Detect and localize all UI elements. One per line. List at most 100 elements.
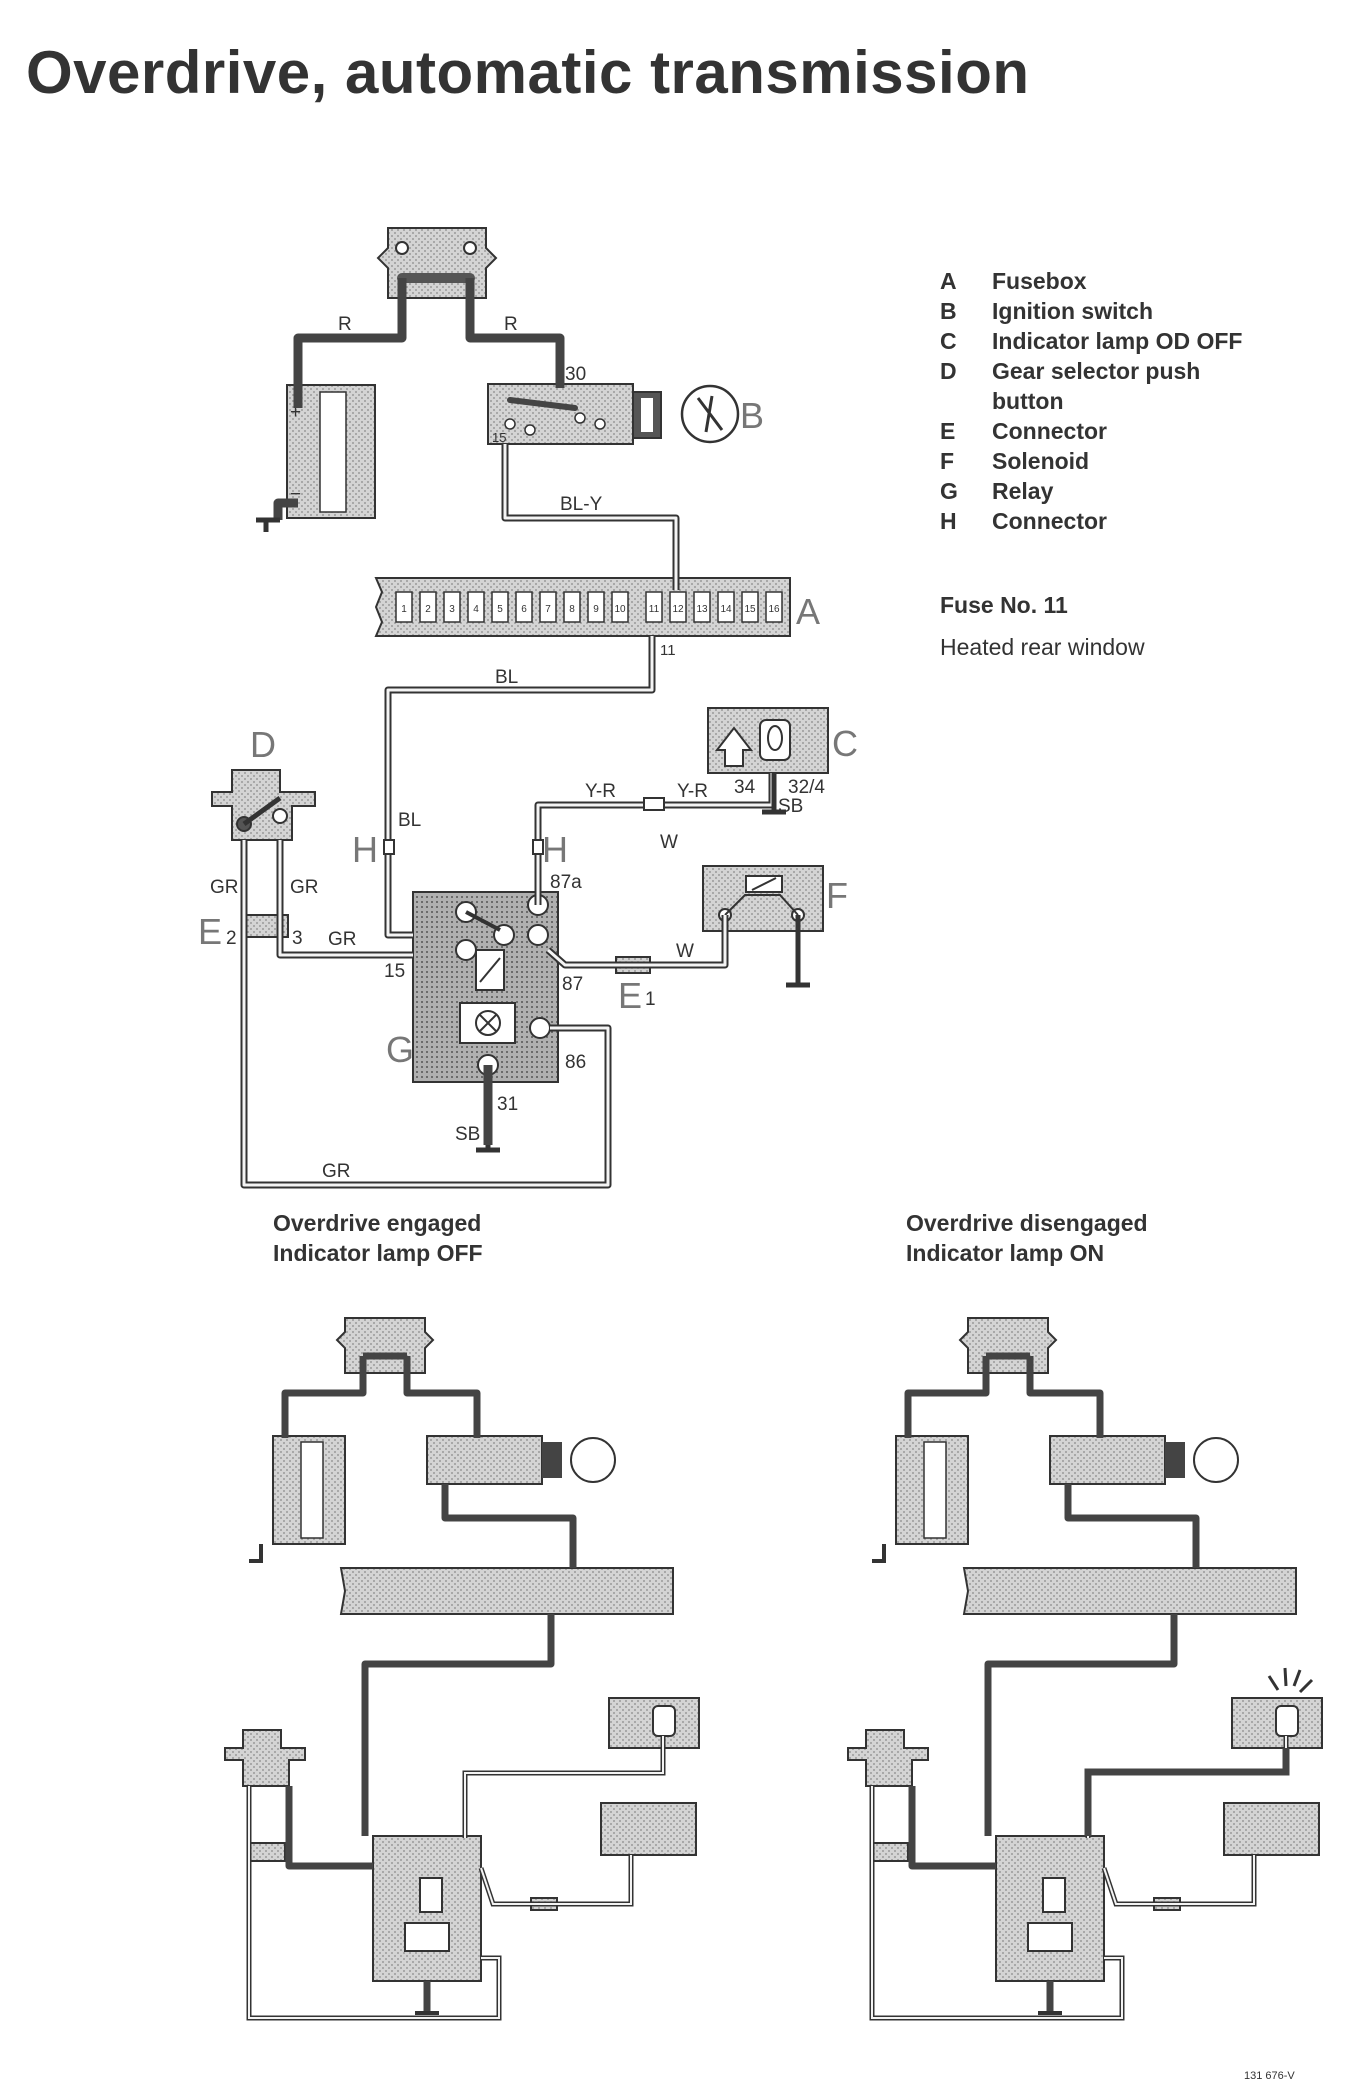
wire-label: SB [455, 1124, 480, 1145]
terminal-label: 34 [734, 777, 756, 798]
wire-label: BL [495, 667, 518, 688]
component-letter-e: E [198, 911, 222, 952]
fuse-description: Heated rear window [940, 634, 1145, 660]
fuse-slot [669, 591, 687, 623]
terminal-label: 15 [492, 430, 506, 445]
wire-label: Y-R [677, 781, 708, 802]
caption-engaged: Overdrive engaged Indicator lamp OFF [273, 1208, 483, 1268]
figure-code: 131 676-V [1244, 2070, 1295, 2082]
ignition-switch [487, 383, 740, 445]
fuse-number: 5 [497, 604, 503, 615]
caption-disengaged: Overdrive disengaged Indicator lamp ON [906, 1208, 1148, 1268]
fuse-number: 12 [672, 604, 684, 615]
legend-label: Connector [992, 508, 1107, 534]
terminal-label: 30 [565, 364, 586, 385]
fuse-slot [491, 591, 509, 623]
legend-key: F [940, 448, 955, 474]
terminal-label: 87 [562, 974, 583, 995]
connector-h-right [532, 839, 544, 855]
lamp-on-rays [1267, 1667, 1314, 1694]
terminal-label: 1 [645, 989, 656, 1010]
fuse-number: 4 [473, 604, 479, 615]
legend-row: E Connector [940, 416, 1292, 446]
terminal-label: 86 [565, 1052, 586, 1073]
legend-label: Gear selector push button [992, 358, 1201, 414]
legend-key: D [940, 358, 957, 384]
wire-label: BL [398, 810, 421, 831]
wire-label: R [338, 314, 352, 335]
wire-label: BL-Y [560, 494, 603, 515]
legend-row: F Solenoid [940, 446, 1292, 476]
component-letter-e1: E [618, 975, 642, 1016]
legend-key: B [940, 298, 957, 324]
component-letter-a: A [796, 591, 820, 632]
component-letter-h-right: H [542, 829, 568, 870]
caption-line: Overdrive engaged [273, 1210, 482, 1236]
fuse-number: 2 [425, 604, 431, 615]
component-letter-g: G [386, 1029, 414, 1070]
fuse-slot [645, 591, 663, 623]
legend-key: A [940, 268, 957, 294]
fuse-number: 14 [720, 604, 732, 615]
legend-key: H [940, 508, 957, 534]
fuse-slot [693, 591, 711, 623]
fuse-slot [515, 591, 533, 623]
terminal-label: 32/4 [788, 777, 825, 798]
wires-main [273, 278, 565, 1145]
fuse-number: 10 [614, 604, 626, 615]
indicator-lamp [707, 707, 829, 774]
terminal-label: 87a [550, 872, 582, 893]
ground-symbols [256, 517, 810, 1153]
wire-label: GR [322, 1161, 351, 1182]
legend-label: Connector [992, 418, 1107, 444]
fuse-slot [717, 591, 735, 623]
component-letter-f: F [826, 875, 848, 916]
fuse-number: 15 [744, 604, 756, 615]
terminal-label: 15 [384, 961, 405, 982]
wire-label: GR [210, 877, 239, 898]
svg-text:−: − [290, 484, 301, 505]
legend-key: E [940, 418, 956, 444]
fuse-title: Fuse No. 11 [940, 592, 1068, 618]
fuse-slot [539, 591, 557, 623]
legend-label: Ignition switch [992, 298, 1153, 324]
gear-selector-button [211, 769, 316, 841]
fuse-number: 8 [569, 604, 575, 615]
fuse-slot [395, 591, 413, 623]
caption-line: Overdrive disengaged [906, 1210, 1148, 1236]
fuse-number: 7 [545, 604, 551, 615]
relay [412, 891, 559, 1083]
diagram-engaged [225, 1318, 699, 2018]
legend-label: Relay [992, 478, 1054, 504]
fuse-slot [765, 591, 783, 623]
fuse-slot [467, 591, 485, 623]
wire-label: GR [328, 929, 357, 950]
diagram-disengaged [848, 1318, 1322, 2018]
component-letter-b: B [740, 395, 764, 436]
fuse-slot [419, 591, 437, 623]
wire-label: GR [290, 877, 319, 898]
wire-label: W [676, 941, 694, 962]
component-letter-c: C [832, 723, 858, 764]
page-title: Overdrive, automatic transmission [26, 39, 1030, 106]
fuse-number: 13 [696, 604, 708, 615]
legend-label: Solenoid [992, 448, 1090, 474]
terminal-label: 11 [660, 642, 676, 659]
component-letter-d: D [250, 724, 276, 765]
inline-connector [643, 797, 665, 811]
legend-row: D Gear selector push button [940, 356, 1292, 416]
legend-key: G [940, 478, 958, 504]
component-letter-h-left: H [352, 829, 378, 870]
svg-text:+: + [290, 402, 301, 423]
wire-label: Y-R [585, 781, 616, 802]
fuse-number: 1 [401, 604, 407, 615]
terminal-label: 3 [292, 928, 303, 949]
caption-line: Indicator lamp OFF [273, 1240, 483, 1266]
fuse-slot [587, 591, 605, 623]
